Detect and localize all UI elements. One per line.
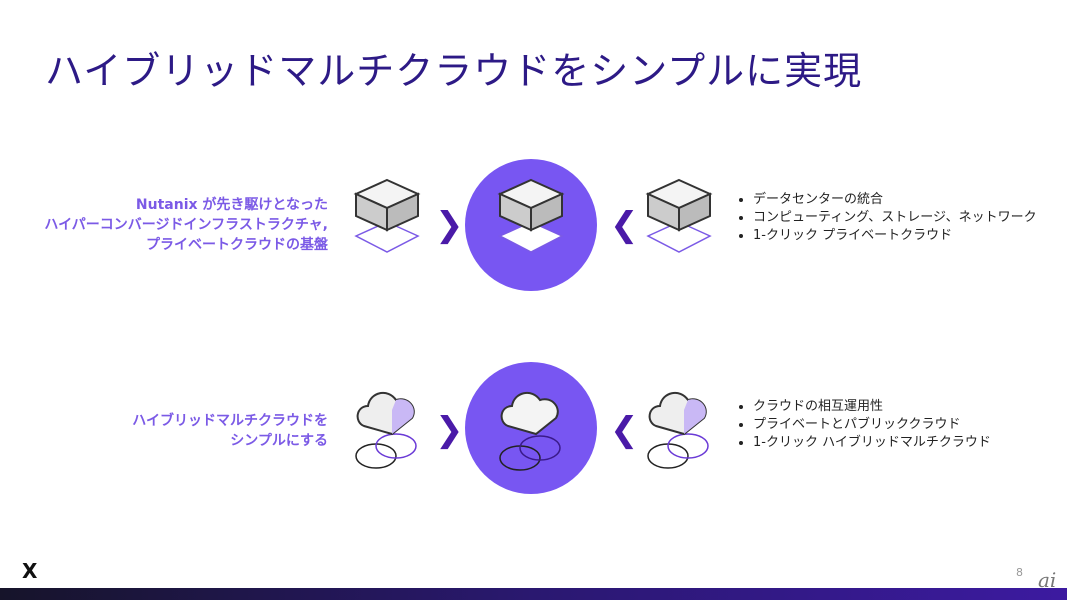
server-icon [645,178,713,253]
row2-bullets: クラウドの相互運用性 プライベートとパブリッククラウド 1-クリック ハイブリッ… [735,398,991,452]
cloud-icon [499,391,561,471]
chevron-right-icon: ❯ [435,410,464,450]
row2-description: ハイブリッドマルチクラウドを シンプルにする [132,411,328,451]
text-line: ハイパーコンバージドインフラストラクチャ, [44,217,328,233]
page-number: 8 [1016,566,1023,579]
row1-description: Nutanix が先き駆けとなった ハイパーコンバージドインフラストラクチャ, … [44,195,328,255]
row1-bullets: データセンターの統合 コンピューティング、ストレージ、ネットワーク 1-クリック… [735,191,1037,245]
chevron-left-icon: ❮ [610,205,639,245]
bullet-item: 1-クリック ハイブリッドマルチクラウド [753,434,991,452]
server-icon [497,178,565,253]
text-line: シンプルにする [230,433,328,449]
bullet-item: コンピューティング、ストレージ、ネットワーク [753,209,1037,227]
bullet-item: 1-クリック プライベートクラウド [753,227,1037,245]
nutanix-logo: X [22,559,38,583]
text-line: プライベートクラウドの基盤 [146,237,328,253]
text-line: ハイブリッドマルチクラウドを [132,413,328,429]
bullet-item: クラウドの相互運用性 [753,398,991,416]
chevron-right-icon: ❯ [435,205,464,245]
server-icon [353,178,421,253]
bullet-item: データセンターの統合 [753,191,1037,209]
cloud-icon [647,391,709,469]
cloud-icon [355,391,417,469]
text-line: Nutanix が先き駆けとなった [135,197,328,213]
watermark-logo: ai [1038,568,1057,592]
footer-bar [0,588,1067,600]
slide-title: ハイブリッドマルチクラウドをシンプルに実現 [45,49,863,93]
chevron-left-icon: ❮ [610,410,639,450]
bullet-item: プライベートとパブリッククラウド [753,416,991,434]
